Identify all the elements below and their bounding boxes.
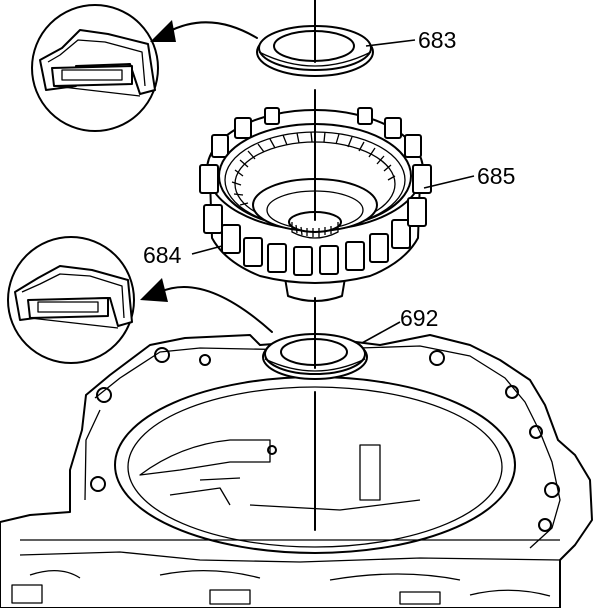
- arrow-to-upper-detail: [150, 20, 258, 42]
- arrow-to-lower-detail: [140, 278, 273, 333]
- callout-label-685: 685: [477, 163, 515, 189]
- callout-label-683: 683: [418, 27, 456, 53]
- detail-circle-upper: [31, 4, 159, 132]
- callout-685: 685: [423, 163, 515, 189]
- bolt-holes: [90, 347, 560, 532]
- detail-circle-lower: [7, 236, 135, 364]
- transmission-case: [0, 334, 593, 608]
- callout-label-684: 684: [143, 242, 182, 268]
- callout-683: 683: [365, 27, 456, 53]
- callout-692: 692: [361, 305, 438, 344]
- callout-684: 684: [143, 242, 223, 268]
- callout-label-692: 692: [400, 305, 438, 331]
- external-teeth: [199, 107, 432, 276]
- internal-splines: [231, 131, 396, 206]
